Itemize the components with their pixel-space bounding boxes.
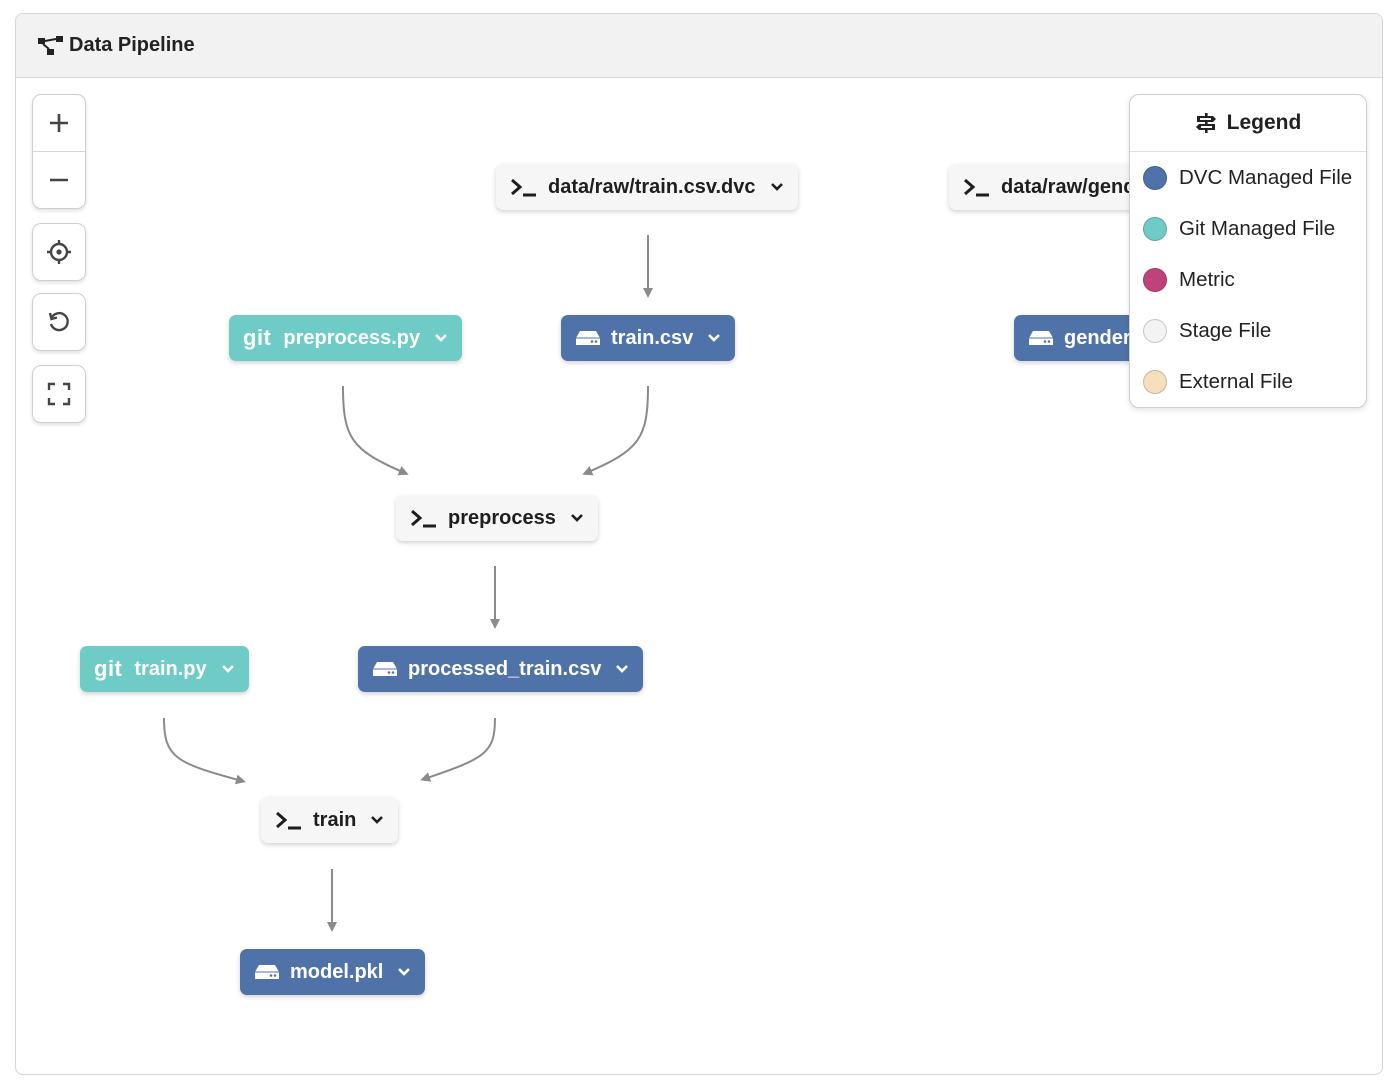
fullscreen-control	[32, 365, 86, 423]
node-label: data/raw/train.csv.dvc	[548, 175, 756, 198]
rotate-ccw-icon	[48, 311, 69, 332]
hard-drive-icon	[254, 963, 280, 981]
node-model-pkl[interactable]: model.pkl	[240, 949, 426, 995]
legend-header: Legend	[1130, 95, 1366, 152]
node-label: preprocess	[448, 506, 556, 529]
hard-drive-icon	[1028, 329, 1054, 347]
node-label: model.pkl	[290, 960, 384, 983]
plus-icon	[50, 114, 68, 132]
chevron-down-icon[interactable]	[707, 333, 721, 343]
node-label: data/raw/gend	[1001, 175, 1136, 198]
node-train-py[interactable]: git train.py	[80, 646, 249, 692]
node-label: train.csv	[611, 326, 694, 349]
node-processed-train-csv[interactable]: processed_train.csv	[358, 646, 644, 692]
chevron-down-icon[interactable]	[434, 333, 448, 343]
chevron-down-icon[interactable]	[221, 664, 235, 674]
legend-label: Metric	[1179, 267, 1235, 291]
git-icon: git	[94, 656, 123, 681]
legend-item-stage: Stage File	[1130, 305, 1366, 356]
hard-drive-icon	[372, 660, 398, 678]
node-label: processed_train.csv	[408, 657, 602, 680]
edge-train-csv-to-preprocess	[582, 385, 649, 476]
pipeline-icon	[38, 35, 63, 55]
edge-train-py-to-train	[163, 717, 246, 785]
legend-dot	[1143, 165, 1167, 190]
terminal-icon	[410, 508, 438, 528]
legend-panel: Legend DVC Managed File Git Managed File…	[1129, 94, 1367, 408]
git-icon: git	[243, 325, 272, 350]
zoom-controls	[32, 94, 86, 209]
chevron-down-icon[interactable]	[397, 967, 411, 977]
legend-dot	[1143, 267, 1167, 292]
legend-item-git: Git Managed File	[1130, 203, 1366, 254]
center-control	[32, 223, 86, 281]
edges-layer	[163, 235, 653, 932]
chevron-down-icon[interactable]	[570, 513, 584, 523]
node-label: gender	[1064, 326, 1131, 349]
node-train[interactable]: train	[261, 797, 399, 843]
fullscreen-button[interactable]	[33, 366, 85, 422]
signpost-icon	[1195, 112, 1217, 134]
graph-canvas[interactable]: data/raw/train.csv.dvc data/raw/gend git…	[16, 78, 1382, 1074]
node-label: preprocess.py	[283, 326, 421, 349]
legend-title: Legend	[1226, 111, 1302, 134]
node-preprocess[interactable]: preprocess	[396, 495, 598, 541]
maximize-icon	[47, 382, 71, 406]
hard-drive-icon	[575, 329, 601, 347]
legend-dot	[1143, 318, 1167, 343]
edge-preprocess-py-to-preprocess	[342, 385, 409, 476]
minus-icon	[50, 178, 68, 182]
zoom-out-button[interactable]	[33, 151, 85, 208]
legend-item-dvc: DVC Managed File	[1130, 152, 1366, 203]
terminal-icon	[275, 810, 303, 830]
chevron-down-icon[interactable]	[615, 664, 629, 674]
node-raw-train-dvc[interactable]: data/raw/train.csv.dvc	[496, 164, 798, 210]
terminal-icon	[963, 177, 991, 197]
chevron-down-icon[interactable]	[370, 815, 384, 825]
panel-header: Data Pipeline	[16, 14, 1382, 78]
node-label: train.py	[134, 657, 207, 680]
chevron-down-icon[interactable]	[770, 182, 784, 192]
legend-item-metric: Metric	[1130, 254, 1366, 305]
legend-dot	[1143, 369, 1167, 394]
legend-label: Stage File	[1179, 318, 1272, 342]
reset-control	[32, 293, 86, 351]
crosshair-icon	[47, 240, 71, 264]
panel-title: Data Pipeline	[69, 34, 195, 56]
pipeline-panel: Data Pipeline	[15, 13, 1383, 1075]
legend-label: External File	[1179, 369, 1293, 393]
legend-item-external: External File	[1130, 356, 1366, 407]
zoom-in-button[interactable]	[33, 95, 85, 151]
center-view-button[interactable]	[33, 224, 85, 280]
node-preprocess-py[interactable]: git preprocess.py	[229, 315, 463, 361]
legend-dot	[1143, 216, 1167, 241]
reset-layout-button[interactable]	[33, 294, 85, 350]
edge-processed-to-train	[420, 717, 496, 782]
node-train-csv[interactable]: train.csv	[561, 315, 736, 361]
terminal-icon	[510, 177, 538, 197]
legend-label: DVC Managed File	[1179, 165, 1353, 189]
legend-label: Git Managed File	[1179, 216, 1336, 240]
node-label: train	[313, 808, 357, 831]
